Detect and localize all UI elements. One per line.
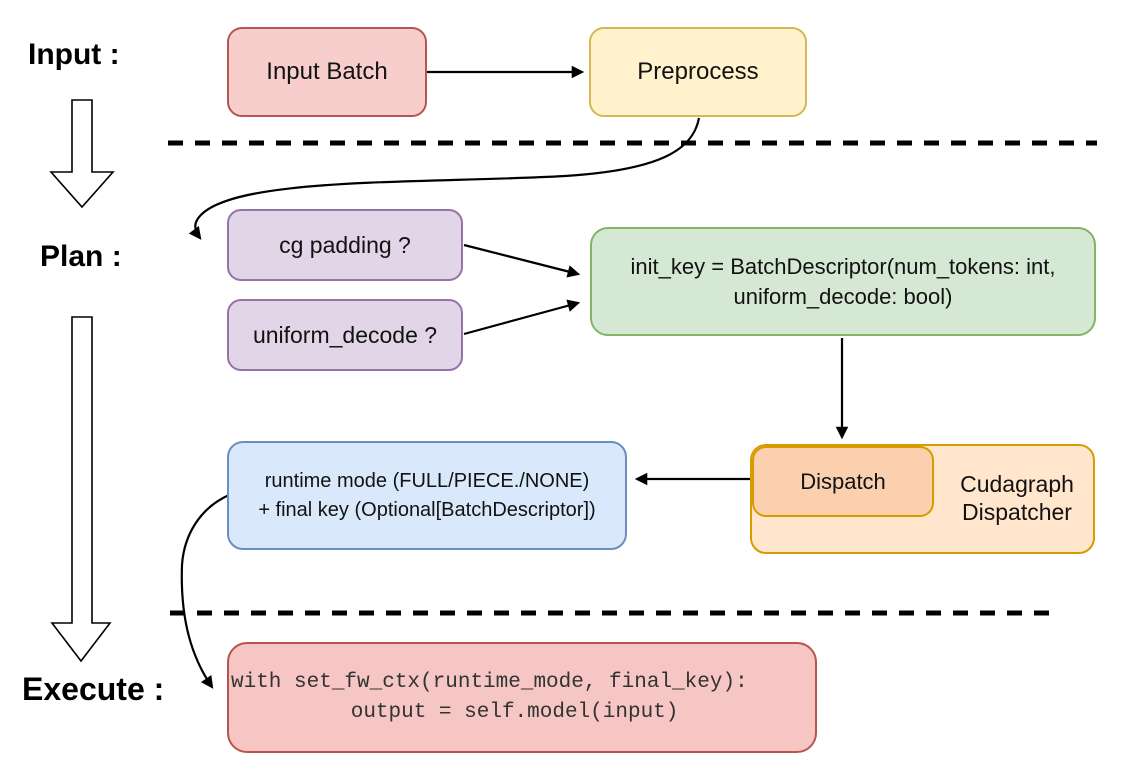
- node-runtime-mode-text: runtime mode (FULL/PIECE./NONE) + final …: [258, 467, 595, 525]
- node-uniform-decode: uniform_decode ?: [227, 299, 463, 371]
- node-init-key-line2: uniform_decode: bool): [733, 283, 953, 309]
- node-cudagraph-dispatcher-text: Cudagraph Dispatcher: [937, 470, 1097, 526]
- arrow-uniform-decode-to-init-key: [463, 303, 578, 336]
- arrow-runtime-mode-to-execute-code: [180, 493, 230, 687]
- node-dispatch-label: Dispatch: [800, 468, 886, 494]
- node-input-batch: Input Batch: [227, 27, 427, 117]
- arrow-cg-padding-to-init-key: [463, 243, 578, 274]
- node-init-key-line1: init_key = BatchDescriptor(num_tokens: i…: [630, 253, 1056, 279]
- phase-label-plan: Plan :: [40, 240, 122, 273]
- node-init-key: init_key = BatchDescriptor(num_tokens: i…: [590, 227, 1096, 336]
- node-cudagraph-dispatcher-line1: Cudagraph: [960, 471, 1074, 497]
- node-cg-padding-label: cg padding ?: [279, 231, 411, 258]
- hollow-arrow-plan-to-execute: [50, 316, 112, 663]
- node-init-key-text: init_key = BatchDescriptor(num_tokens: i…: [631, 252, 1056, 312]
- node-dispatch: Dispatch: [752, 446, 934, 517]
- node-cg-padding: cg padding ?: [227, 209, 463, 281]
- arrow-preprocess-to-cg-padding: [195, 117, 701, 238]
- node-runtime-mode-line2: + final key (Optional[BatchDescriptor]): [258, 498, 596, 521]
- node-execute-code-line2: output = self.model(input): [300, 701, 679, 724]
- node-runtime-mode: runtime mode (FULL/PIECE./NONE) + final …: [227, 441, 627, 550]
- node-preprocess: Preprocess: [589, 27, 807, 117]
- node-uniform-decode-label: uniform_decode ?: [252, 321, 438, 348]
- node-input-batch-label: Input Batch: [266, 58, 388, 85]
- node-runtime-mode-line1: runtime mode (FULL/PIECE./NONE): [264, 469, 590, 492]
- node-execute-code: with set_fw_ctx(runtime_mode, final_key)…: [227, 642, 817, 753]
- node-execute-code-line1: with set_fw_ctx(runtime_mode, final_key)…: [231, 671, 748, 694]
- node-cudagraph-dispatcher-line2: Dispatcher: [962, 499, 1072, 525]
- node-execute-code-text: with set_fw_ctx(runtime_mode, final_key)…: [231, 668, 748, 728]
- node-preprocess-label: Preprocess: [637, 58, 759, 85]
- phase-label-input: Input :: [28, 38, 120, 71]
- phase-label-execute: Execute :: [22, 671, 165, 707]
- hollow-arrow-input-to-plan: [49, 99, 115, 209]
